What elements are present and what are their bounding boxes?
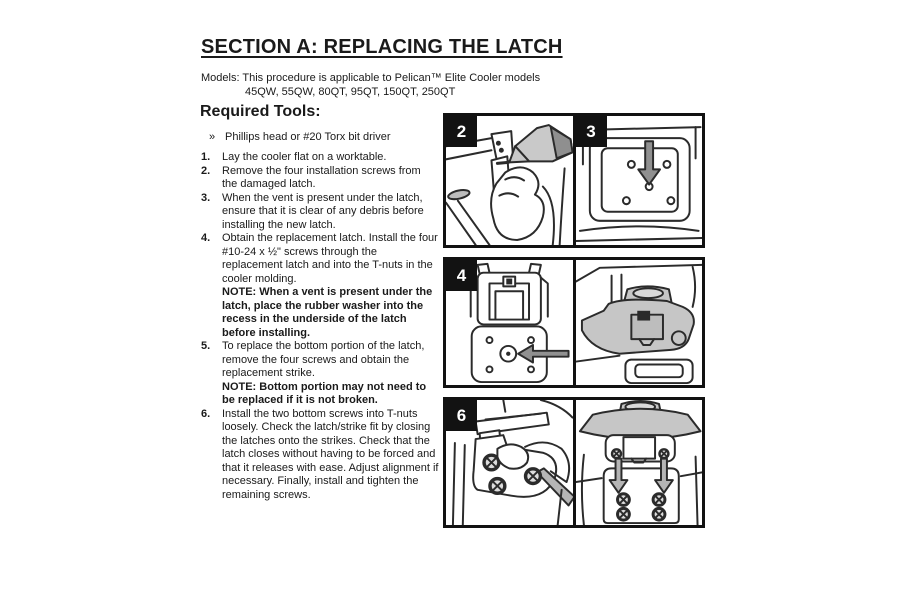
step-number: 1. (201, 151, 211, 163)
step-1: 1. Lay the cooler flat on a worktable. (201, 151, 439, 165)
step-number: 3. (201, 191, 211, 204)
step-2: 2. Remove the four installation screws f… (201, 165, 439, 192)
required-tool-text: Phillips head or #20 Torx bit driver (225, 131, 391, 143)
procedure-steps: 1. Lay the cooler flat on a worktable. 2… (201, 151, 439, 502)
figure-panel-step4-underside (572, 260, 702, 385)
step-text: To replace the bottom portion of the lat… (222, 340, 439, 408)
step-5: 5. To replace the bottom portion of the … (201, 340, 439, 408)
step-text: Remove the four installation screws from… (222, 164, 421, 191)
figure-panel-step2: 2 (446, 116, 573, 245)
step-4-badge: 4 (446, 260, 477, 291)
figure-panel-step6-alignment (572, 400, 702, 525)
step-note: NOTE: Bottom portion may not need to be … (222, 380, 427, 407)
step-number: 4. (201, 232, 211, 244)
step-3: 3. When the vent is present under the la… (201, 192, 439, 233)
latch-underside-washer-icon (575, 263, 702, 385)
step-2-badge: 2 (446, 116, 477, 147)
figure-row-step4: 4 (443, 257, 705, 388)
step-number: 6. (201, 407, 211, 420)
step-text-main: Obtain the replacement latch. Install th… (222, 232, 438, 285)
models-line2: 45QW, 55QW, 80QT, 95QT, 150QT, 250QT (245, 86, 456, 98)
vent-clearing-arrow-icon (575, 126, 702, 242)
step-text-main: To replace the bottom portion of the lat… (222, 340, 425, 379)
strike-screw-tightening-icon (451, 400, 573, 525)
required-tools-heading: Required Tools: (200, 103, 321, 120)
step-note: NOTE: When a vent is present under the l… (222, 286, 433, 339)
models-line1: Models: This procedure is applicable to … (201, 72, 541, 84)
required-tool-item: » Phillips head or #20 Torx bit driver (209, 131, 391, 143)
step-text: When the vent is present under the latch… (222, 191, 424, 231)
step-4: 4. Obtain the replacement latch. Install… (201, 232, 439, 340)
step-text: Lay the cooler flat on a worktable. (222, 151, 387, 163)
step-6-badge: 6 (446, 400, 477, 431)
step-text: Install the two bottom screws into T-nut… (222, 407, 439, 501)
figure-panel-step3: 3 (572, 116, 702, 245)
section-title: SECTION A: REPLACING THE LATCH (201, 36, 563, 58)
step-number: 2. (201, 164, 211, 177)
step-text: Obtain the replacement latch. Install th… (222, 232, 439, 340)
figure-panel-step6-screwdriver: 6 (446, 400, 573, 525)
list-bullet: » (209, 131, 216, 143)
latch-strike-alignment-icon (575, 400, 702, 525)
step-6: 6. Install the two bottom screws into T-… (201, 408, 439, 503)
step-3-badge: 3 (575, 116, 607, 147)
step-number: 5. (201, 340, 211, 352)
figure-row-step2-3: 2 (443, 113, 705, 248)
drill-removing-latch-screws-icon (446, 124, 573, 245)
models-note: Models: This procedure is applicable to … (201, 71, 540, 99)
figure-row-step6: 6 (443, 397, 705, 528)
figure-panel-step4-front: 4 (446, 260, 573, 385)
